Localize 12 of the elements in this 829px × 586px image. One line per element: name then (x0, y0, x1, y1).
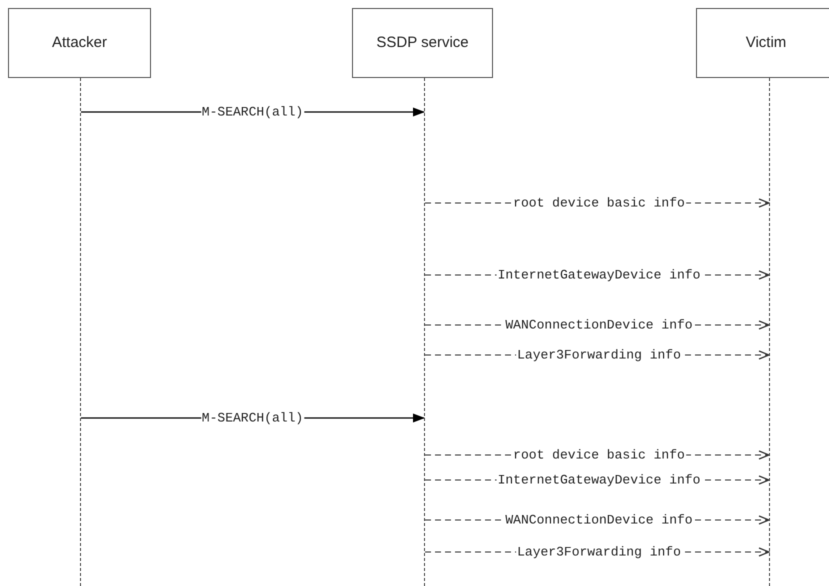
message-label: InternetGatewayDevice info (496, 268, 702, 282)
message-label: Layer3Forwarding info (516, 544, 682, 560)
message-label: M-SEARCH(all) (200, 410, 304, 426)
lifeline (424, 78, 425, 586)
message-label: Layer3Forwarding info (516, 348, 682, 362)
participant-box: Victim (696, 8, 829, 78)
lifeline (769, 78, 770, 586)
participant-box: Attacker (8, 8, 151, 78)
message-label: InternetGatewayDevice info (496, 472, 702, 488)
participant-box: SSDP service (352, 8, 493, 78)
lifeline (80, 78, 81, 586)
message-label: M-SEARCH(all) (200, 104, 304, 120)
